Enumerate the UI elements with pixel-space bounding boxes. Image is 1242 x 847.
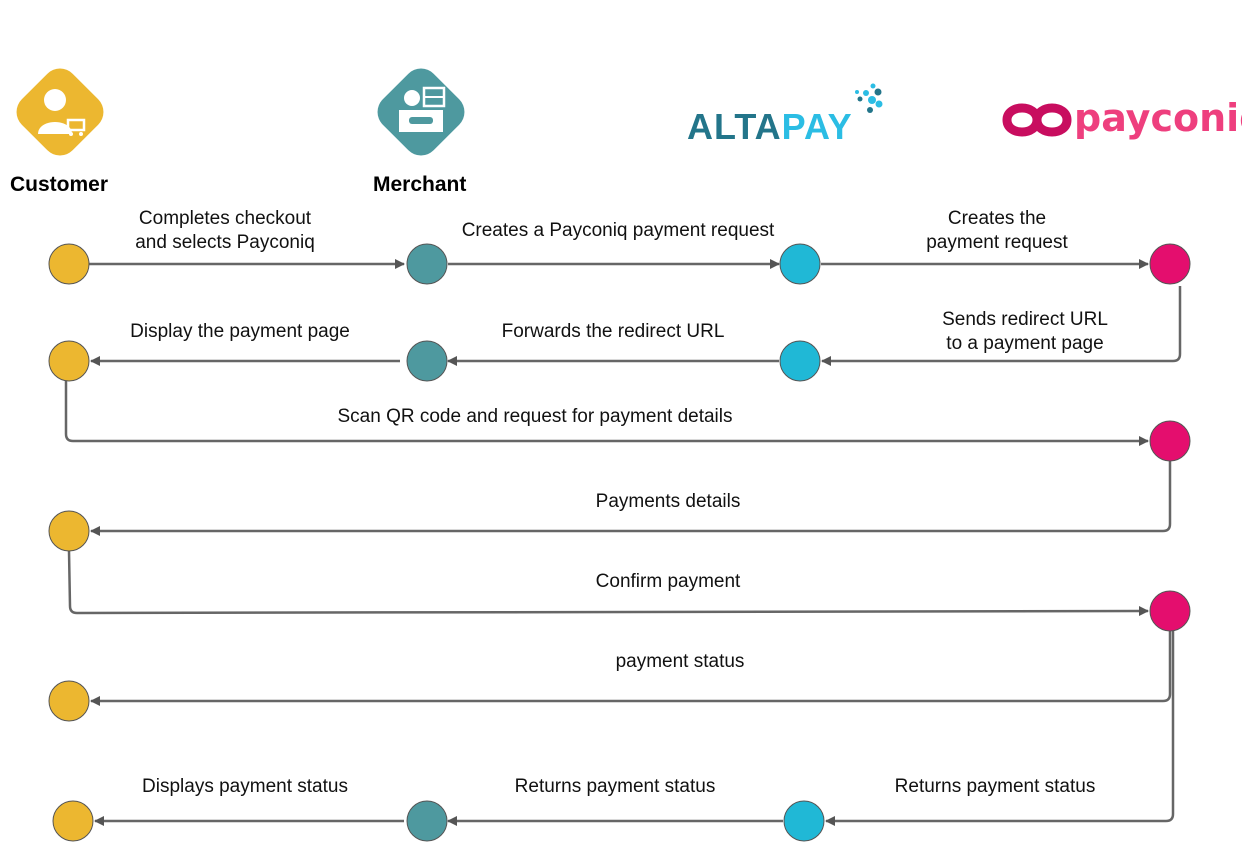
customer-node [48,340,90,382]
altapay-node [783,800,825,842]
altapay-logo-alta: ALTA [687,106,782,147]
step-label-1-line-1: Completes checkout [138,208,312,229]
step-label-3-line-2: payment request [926,232,1068,253]
merchant-icon [377,68,465,156]
step-label-4: Sends redirect URL to a payment page [942,308,1108,356]
arrow-4 [821,286,1182,366]
step-label-13: Displays payment status [142,776,348,797]
arrow-9 [67,550,1149,617]
step-label-6: Display the payment page [130,321,350,342]
merchant-node [406,243,448,285]
step-label-1-line-2: and selects Payconiq [135,232,315,253]
flow-nodes [48,243,1191,842]
step-label-4-line-1: Sends redirect URL [942,309,1108,330]
step-label-7: Scan QR code and request for payment det… [337,406,733,427]
merchant-label: Merchant [373,173,467,196]
customer-node [48,510,90,552]
customer-label: Customer [10,173,109,196]
altapay-node [779,340,821,382]
step-label-9: Confirm payment [595,571,741,592]
step-label-3: Creates the payment request [926,207,1068,255]
arrow-7 [64,381,1149,446]
step-label-4-line-2: to a payment page [946,333,1104,354]
arrow-11 [825,631,1175,826]
step-label-12: Returns payment status [514,776,716,797]
arrow-8 [90,461,1172,536]
customer-node [52,800,94,842]
step-label-8: Payments details [595,491,741,512]
merchant-node [406,800,448,842]
customer-node [48,243,90,285]
step-label-11: Returns payment status [894,776,1096,797]
payconiq-node [1149,420,1191,462]
payconiq-node [1149,243,1191,285]
altapay-swirl-icon [855,83,883,113]
altapay-node [779,243,821,285]
payconiq-node [1149,590,1191,632]
step-label-2: Creates a Payconiq payment request [461,220,775,241]
step-label-3-line-1: Creates the [947,208,1047,229]
altapay-logo-pay: PAY [781,106,853,147]
payconiq-logo: payconiq [1074,96,1242,140]
arrow-10 [90,631,1172,706]
step-label-10: payment status [615,651,745,672]
customer-icon [16,68,104,156]
payconiq-infinity-icon [1002,103,1072,137]
customer-node [48,680,90,722]
flow-arrows [64,259,1182,826]
merchant-node [406,340,448,382]
step-label-1: Completes checkout and selects Payconiq [135,207,315,255]
step-label-5: Forwards the redirect URL [501,321,725,342]
altapay-logo: ALTAPAY [687,106,853,148]
